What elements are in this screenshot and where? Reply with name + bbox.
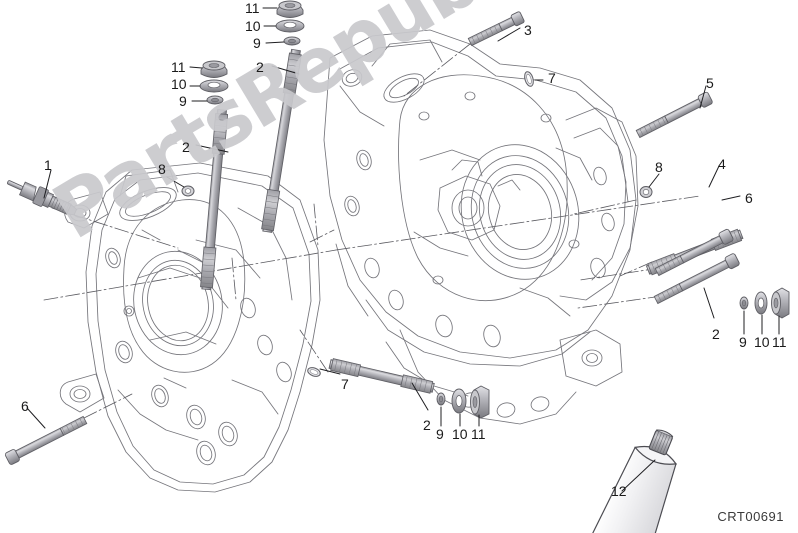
callout-11: 11 <box>471 426 486 442</box>
callout-4: 4 <box>718 156 726 172</box>
fastener-stack-right[interactable] <box>739 287 790 319</box>
part-8-small-washer[interactable] <box>639 186 653 198</box>
diagram-code: CRT00691 <box>717 509 784 524</box>
part-3-screw[interactable] <box>467 11 525 47</box>
fastener-stack-bottom[interactable] <box>436 385 490 419</box>
callout-7: 7 <box>341 376 349 392</box>
callout-7: 7 <box>548 70 556 86</box>
part-2-stud-bolt[interactable] <box>328 358 435 394</box>
callout-2: 2 <box>712 326 720 342</box>
callout-11: 11 <box>171 59 186 75</box>
callout-11: 11 <box>245 0 260 16</box>
callout-9: 9 <box>179 93 187 109</box>
part-1-temperature-sensor[interactable] <box>4 174 79 221</box>
fastener-stack-top-right[interactable] <box>275 0 305 46</box>
callout-9: 9 <box>739 334 747 350</box>
callout-8: 8 <box>655 159 663 175</box>
callout-2: 2 <box>256 59 264 75</box>
callout-9: 9 <box>253 35 261 51</box>
left-crankcase-half <box>59 162 321 493</box>
part-2-stud-bolt[interactable] <box>261 48 302 233</box>
part-5-screw[interactable] <box>635 91 713 139</box>
callout-1: 1 <box>44 157 52 173</box>
callout-10: 10 <box>245 18 261 34</box>
fastener-stack-top-left[interactable] <box>199 60 229 105</box>
right-crankcase-half <box>323 29 639 425</box>
part-2-stud-bolt[interactable] <box>200 109 229 291</box>
callout-2: 2 <box>423 417 431 433</box>
callout-12: 12 <box>611 483 627 499</box>
callout-3: 3 <box>524 22 532 38</box>
callout-11: 11 <box>772 334 787 350</box>
callout-2: 2 <box>182 139 190 155</box>
callout-leader-lines <box>26 7 780 492</box>
callout-8: 8 <box>158 161 166 177</box>
part-7-dowel-pin[interactable] <box>307 366 322 378</box>
part-6-screw[interactable] <box>653 253 740 306</box>
callout-10: 10 <box>171 76 187 92</box>
callout-6: 6 <box>745 190 753 206</box>
part-7-dowel-pin[interactable] <box>523 71 535 88</box>
part-8-small-washer[interactable] <box>181 185 195 197</box>
callout-9: 9 <box>436 426 444 442</box>
assembly-axis-lines <box>43 43 701 419</box>
callout-10: 10 <box>452 426 468 442</box>
callout-5: 5 <box>706 75 714 91</box>
callout-10: 10 <box>754 334 770 350</box>
part-4-screw[interactable] <box>654 228 734 278</box>
part-6-screw[interactable] <box>4 414 88 465</box>
part-12-sealant-tube[interactable] <box>585 420 695 533</box>
callout-6: 6 <box>21 398 29 414</box>
